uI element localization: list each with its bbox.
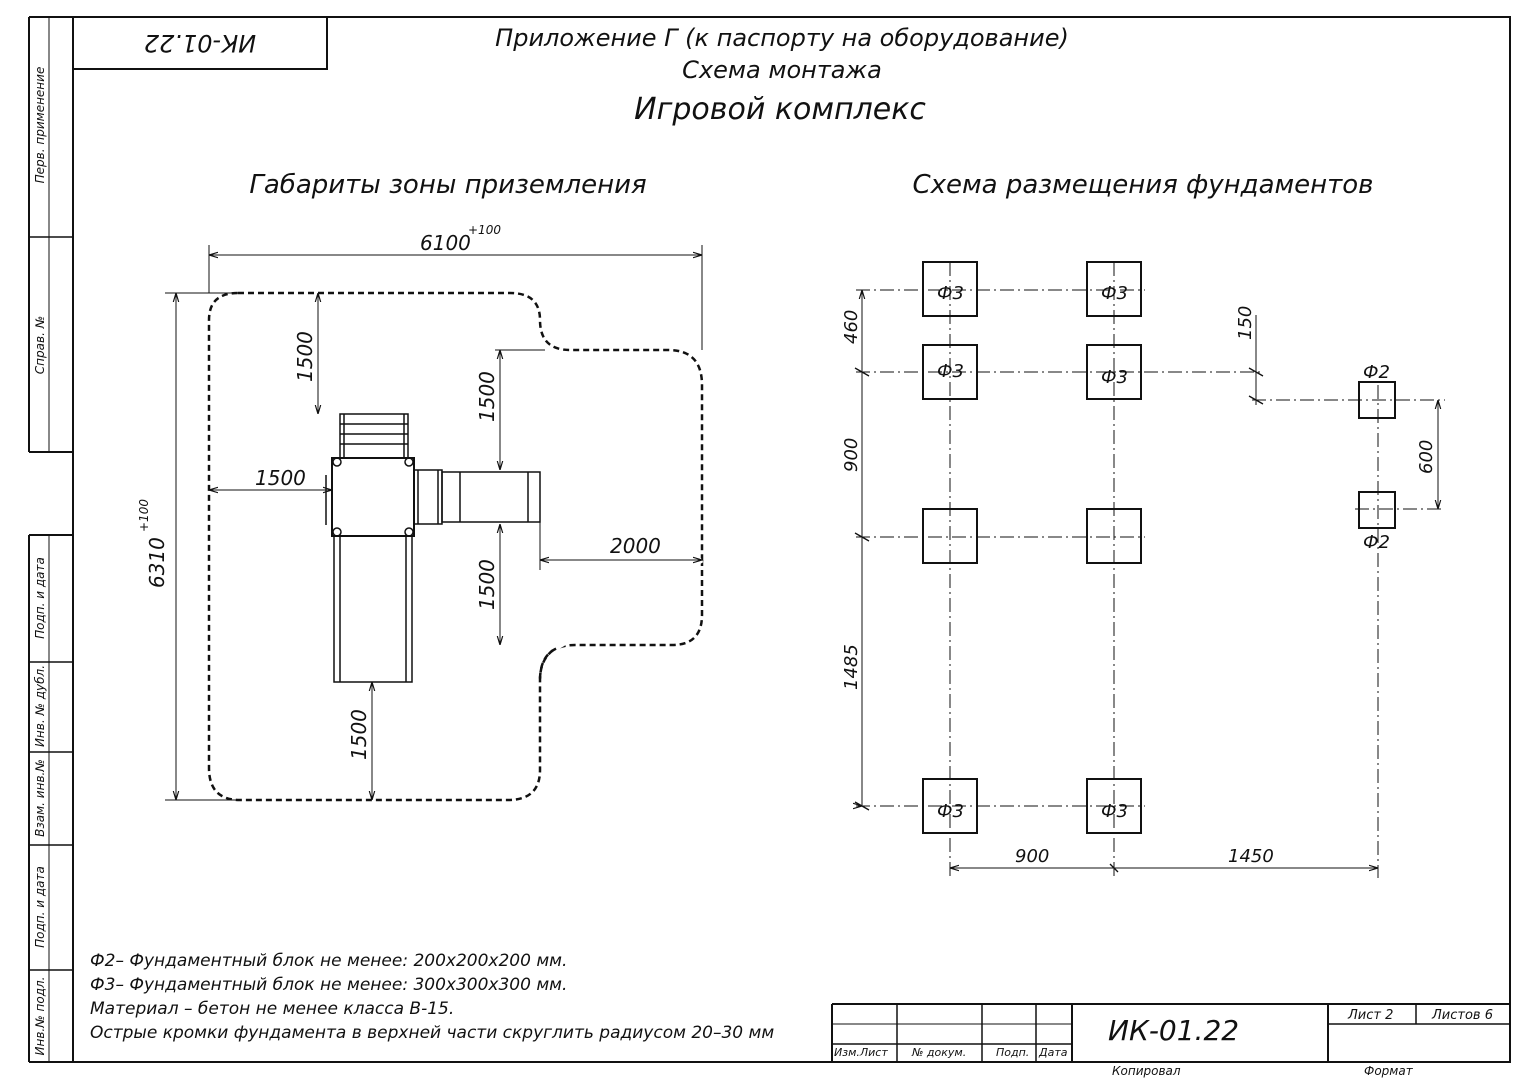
format-label: Формат: [1364, 1064, 1413, 1078]
play-complex-plan: [325, 413, 541, 683]
dim-left-1500: 1500: [255, 466, 306, 490]
f3-label-4: Ф3: [1101, 367, 1128, 388]
dim-1450: 1450: [1228, 846, 1274, 867]
dim-lower-right-1500: 1500: [475, 559, 499, 610]
f2-label-1: Ф2: [1363, 362, 1390, 383]
note-f3: Ф3– Фундаментный блок не менее: 300х300х…: [90, 975, 568, 995]
dim-600: 600: [1416, 440, 1437, 474]
dim-upper-right-1500: 1500: [475, 371, 499, 422]
f3-label-3: Ф3: [937, 361, 964, 382]
note-f2: Ф2– Фундаментный блок не менее: 200х200х…: [90, 951, 568, 971]
data-label: Дата: [1039, 1046, 1068, 1059]
foundation-blocks: [922, 261, 1396, 834]
header-appendix: Приложение Г (к паспорту на оборудование…: [495, 24, 1069, 52]
podp-label: Подп.: [996, 1046, 1030, 1059]
dim-height-tolerance: +100: [137, 499, 151, 532]
f3-label-6: Ф3: [1101, 801, 1128, 822]
inv-podl-label: Инв.№ подл.: [33, 976, 47, 1056]
left-drawing-title: Габариты зоны приземления: [249, 170, 647, 200]
left-dimensions: [165, 245, 703, 801]
note-material: Материал – бетон не менее класса В-15.: [90, 999, 455, 1019]
f2-label-2: Ф2: [1363, 532, 1390, 553]
code-stamp-box: [72, 16, 328, 70]
dim-900-vertical: 900: [841, 438, 862, 472]
f3-label-1: Ф3: [937, 283, 964, 304]
dim-150: 150: [1235, 306, 1256, 340]
dim-width: 6100: [420, 231, 471, 255]
right-dimensions: [854, 290, 1438, 873]
code-stamp-rotated: ИК-01.22: [143, 29, 257, 57]
kopiroval-label: Копировал: [1112, 1064, 1181, 1078]
perv-primenenie-label: Перв. применение: [33, 66, 47, 184]
vzam-inv-label: Взам. инв.№: [33, 759, 47, 837]
dim-top-1500: 1500: [293, 331, 317, 382]
title-block-grid: [831, 1003, 1510, 1062]
doc-no-label: № докум.: [912, 1046, 967, 1059]
landing-zone-outline: [207, 291, 704, 802]
foundation-centerlines: [856, 262, 1445, 878]
sheet-count: Листов 6: [1432, 1008, 1493, 1023]
sheet-number: Лист 2: [1348, 1008, 1394, 1023]
podp-data-label-1: Подп. и дата: [33, 557, 47, 639]
f3-label-2: Ф3: [1101, 283, 1128, 304]
dim-width-tolerance: +100: [468, 223, 501, 237]
dim-460: 460: [841, 310, 862, 344]
dim-bottom-1500: 1500: [347, 709, 371, 760]
izm-list-label: Изм.Лист: [834, 1046, 888, 1059]
dim-right-2000: 2000: [610, 534, 661, 558]
page-title: Игровой комплекс: [634, 92, 926, 127]
inv-dubl-label: Инв. № дубл.: [33, 664, 47, 748]
right-drawing-title: Схема размещения фундаментов: [912, 170, 1374, 200]
note-edges: Острые кромки фундамента в верхней части…: [90, 1023, 775, 1043]
dim-1485: 1485: [841, 644, 862, 690]
sprav-no-label: Справ. №: [33, 315, 47, 375]
dim-900-horizontal: 900: [1015, 846, 1049, 867]
dim-height: 6310: [145, 537, 169, 588]
f3-label-5: Ф3: [937, 801, 964, 822]
side-stamp-grid: [28, 16, 73, 1063]
title-block-code: ИК-01.22: [1108, 1014, 1240, 1047]
inner-frame: [72, 16, 1511, 1063]
podp-data-label-2: Подп. и дата: [33, 866, 47, 948]
header-scheme: Схема монтажа: [682, 56, 882, 84]
